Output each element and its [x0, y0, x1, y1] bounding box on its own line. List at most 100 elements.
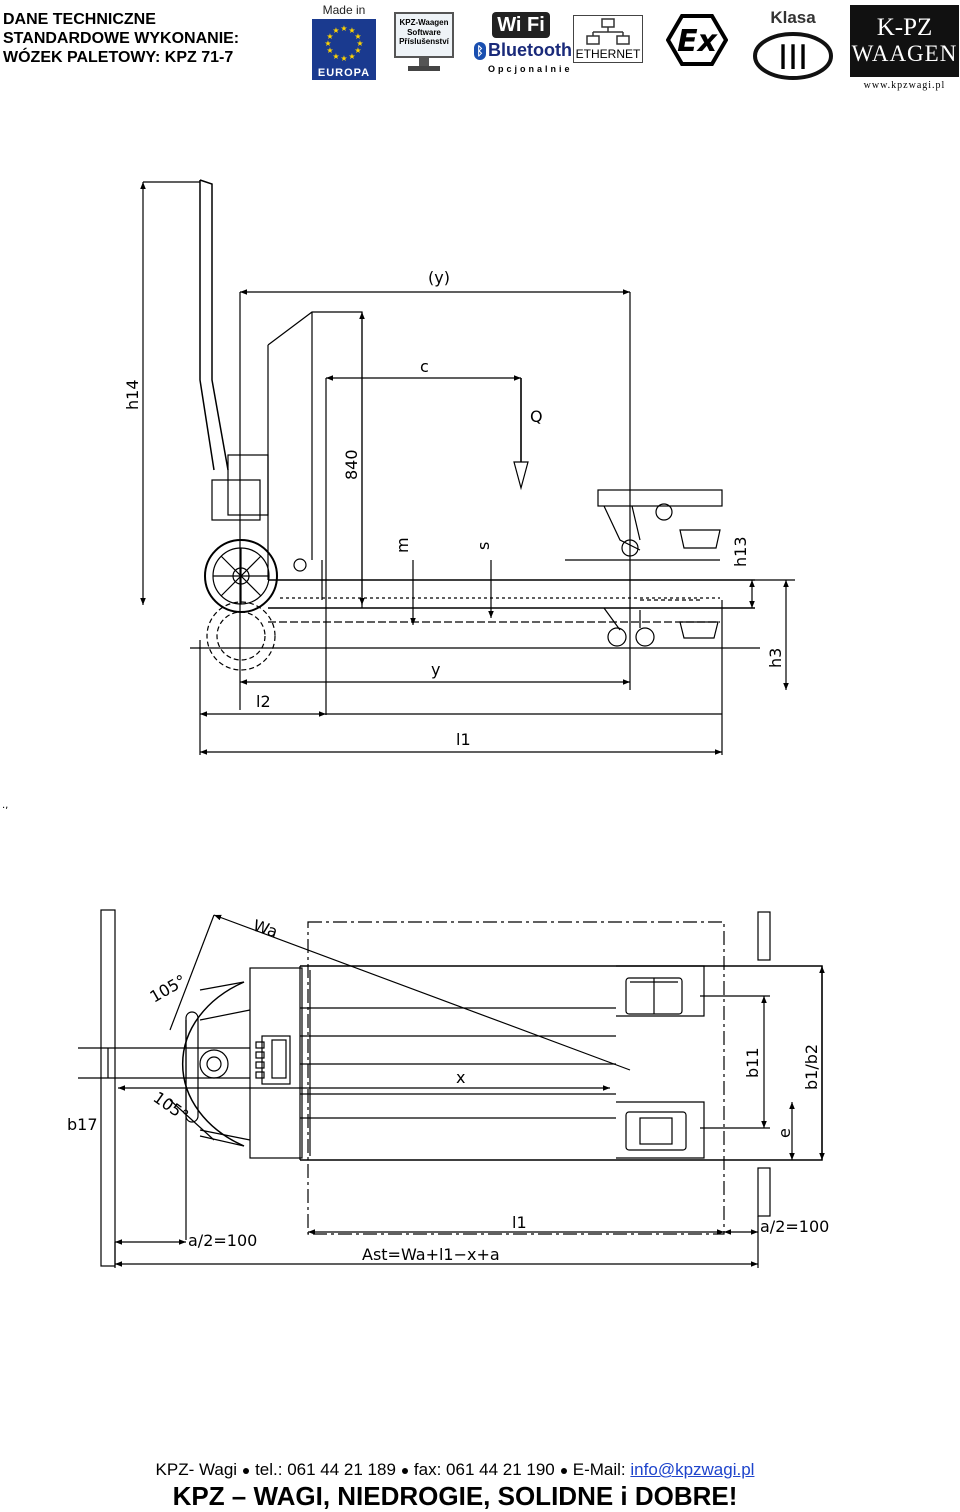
side-view-drawing: [140, 179, 795, 755]
tiller-shaft: [78, 1047, 250, 1079]
svg-text:★: ★: [326, 32, 333, 41]
pump-head: [249, 967, 303, 1159]
ex-hexagon-icon: Ex: [665, 14, 729, 66]
svg-text:★: ★: [332, 52, 339, 61]
load-roller-frame: [597, 489, 723, 507]
steering-wheel-lowered: [206, 601, 276, 671]
handle-shaft: [199, 179, 229, 471]
footer-fax: fax: 061 44 21 190: [413, 1460, 555, 1479]
network-icon: [586, 18, 630, 45]
load-roller-lowered-1: [607, 627, 627, 647]
footer-email-label: E-Mail:: [572, 1460, 626, 1479]
dim-wa-line: [213, 914, 631, 1071]
svg-text:★: ★: [356, 39, 363, 48]
pallet-outline: [307, 921, 725, 1235]
class-oval-icon: III: [753, 32, 833, 80]
label-h3: h3: [766, 648, 785, 668]
kpz-logo-box: K-PZ WAAGEN: [850, 5, 959, 77]
ethernet-logo: ETHERNET: [573, 15, 643, 63]
label-m: m: [393, 537, 412, 553]
svg-text:★: ★: [348, 52, 355, 61]
optional-label: Opcjonalnie: [488, 64, 573, 74]
svg-text:★: ★: [340, 24, 347, 33]
bluetooth-icon: ᛒ: [474, 42, 486, 61]
europa-label: EUROPA: [312, 66, 376, 80]
label-e: e: [775, 1128, 794, 1138]
made-in-europe-logo: Made in ★★★ ★★★ ★★★ ★★★ EUROPA: [311, 3, 377, 80]
ex-text: Ex: [677, 24, 718, 59]
kpz-logo-url: www.kpzwagi.pl: [863, 80, 946, 91]
klasa-label: Klasa: [770, 8, 816, 27]
label-l1: l1: [456, 730, 471, 749]
eu-flag: ★★★ ★★★ ★★★ ★★★: [312, 19, 376, 67]
atex-logo: Ex: [665, 14, 729, 66]
kpz-logo-line-2: WAAGEN: [851, 41, 958, 66]
label-a-half-right: a/2=100: [760, 1217, 829, 1236]
turning-limit-bar: [100, 909, 116, 1267]
svg-text:★: ★: [348, 26, 355, 35]
tiller-pivot: [199, 1049, 229, 1079]
monitor-icon: KPZ-Waagen Software Příslušenství: [394, 12, 454, 58]
scale-indicator: [261, 1035, 291, 1085]
ethernet-label: ETHERNET: [575, 47, 641, 61]
label-x: x: [456, 1068, 465, 1087]
top-view-labels: Wa 105° 105° x b11 b1/b2 e b17 l1 a/2=10…: [67, 916, 829, 1264]
svg-text:★: ★: [324, 39, 331, 48]
label-q: Q: [530, 407, 543, 426]
top-view-drawing: [78, 909, 825, 1268]
pump-housing: [227, 454, 269, 516]
footer-email-link[interactable]: info@kpzwagi.pl: [630, 1460, 755, 1479]
pallet-edge-top: [757, 911, 771, 961]
label-ast: Ast=Wa+l1−x+a: [362, 1245, 500, 1264]
turning-ray-top: [169, 914, 215, 1031]
klasa-number: III: [778, 38, 808, 78]
stray-mark: .,: [2, 800, 8, 811]
bluetooth-text: Bluetooth: [488, 40, 572, 60]
bullet-icon: [560, 1467, 567, 1474]
software-line-3: Příslušenství: [399, 37, 449, 46]
label-s: s: [474, 542, 493, 550]
svg-text:★: ★: [326, 46, 333, 55]
footer-tel: tel.: 061 44 21 189: [255, 1460, 396, 1479]
label-y: y: [431, 660, 440, 679]
turning-arc: [181, 981, 245, 1147]
document-header: DANE TECHNICZNE STANDARDOWE WYKONANIE: W…: [3, 10, 239, 67]
label-h14: h14: [123, 380, 142, 411]
svg-text:★: ★: [332, 26, 339, 35]
header-line-2: STANDARDOWE WYKONANIE:: [3, 30, 240, 47]
software-logo: KPZ-Waagen Software Příslušenství: [394, 12, 454, 74]
label-l1-top: l1: [512, 1213, 527, 1232]
header-line-3: WÓZEK PALETOWY: KPZ 71-7: [3, 49, 234, 66]
label-a-half-left: a/2=100: [188, 1231, 257, 1250]
label-b17: b17: [67, 1115, 98, 1134]
label-c: c: [420, 357, 429, 376]
label-y-paren: (y): [428, 268, 450, 287]
kpz-waagen-logo: K-PZ WAAGEN www.kpzwagi.pl: [850, 5, 959, 91]
pallet-edge-bottom: [757, 1167, 771, 1217]
accuracy-class-logo: Klasa III: [752, 8, 834, 80]
label-l2: l2: [256, 692, 271, 711]
made-in-label: Made in: [322, 3, 366, 17]
label-840: 840: [342, 449, 361, 480]
wifi-icon: Wi Fi: [492, 12, 550, 38]
header-line-1: DANE TECHNICZNE: [3, 11, 156, 28]
label-105-top: 105°: [147, 971, 190, 1007]
fork-raised: [268, 579, 755, 609]
footer-company: KPZ- Wagi: [155, 1460, 238, 1479]
footer-contact: KPZ- Wagi tel.: 061 44 21 189 fax: 061 44 …: [0, 1460, 910, 1480]
bullet-icon: [243, 1467, 250, 1474]
svg-text:★: ★: [340, 54, 347, 63]
side-view-labels: (y) c Q h14 840 m s h13 h3 y l2 l1: [123, 268, 785, 749]
label-b11: b11: [743, 1047, 762, 1078]
load-wheel-bottom: [625, 1111, 687, 1151]
svg-text:★: ★: [354, 32, 361, 41]
label-b1b2: b1/b2: [802, 1044, 821, 1090]
svg-text:★: ★: [354, 46, 361, 55]
monitor-base: [408, 66, 440, 71]
footer-slogan: KPZ – WAGI, NIEDROGIE, SOLIDNE i DOBRE!: [172, 1481, 738, 1511]
software-line-1: KPZ-Waagen: [399, 18, 449, 27]
eu-stars-icon: ★★★ ★★★ ★★★ ★★★: [324, 24, 363, 63]
